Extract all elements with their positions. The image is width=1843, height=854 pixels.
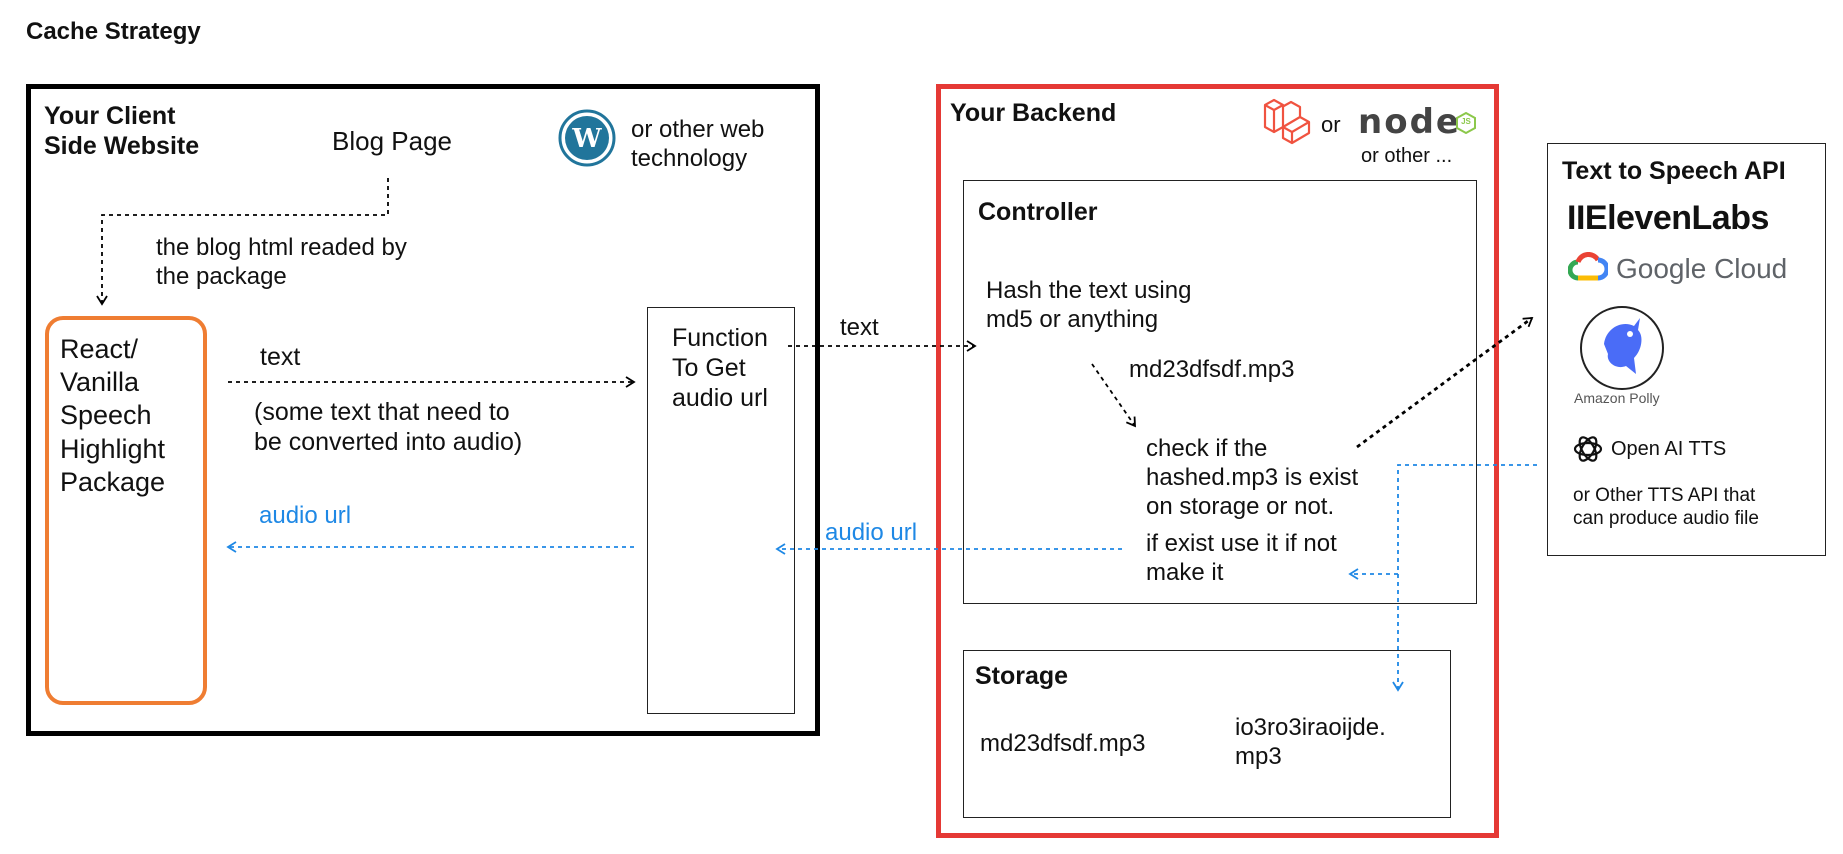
speech-highlight-package-box (45, 316, 207, 705)
check-text: check if the hashed.mp3 is exist on stor… (1146, 435, 1359, 520)
tts-api-box (1547, 143, 1826, 556)
nodejs-logo: node JS (1358, 102, 1478, 142)
function-label: Function To Get audio url (672, 324, 768, 412)
svg-text:W: W (571, 124, 602, 154)
blog-page-label: Blog Page (332, 126, 452, 156)
controller-title: Controller (978, 198, 1098, 226)
or-other-label: or other ... (1361, 145, 1453, 167)
function-box (647, 307, 795, 714)
tts-title: Text to Speech API (1562, 157, 1786, 185)
openai-label: Open AI TTS (1611, 438, 1727, 460)
amazon-polly-icon (1578, 304, 1666, 392)
client-side-box (26, 84, 820, 736)
backend-box (936, 84, 1499, 838)
readed-note: the blog html readed by the package (156, 234, 407, 290)
hashed-file-label: md23dfsdf.mp3 (1129, 356, 1295, 383)
page-title: Cache Strategy (26, 18, 201, 45)
backend-title: Your Backend (950, 99, 1117, 127)
text-label: text (260, 343, 301, 371)
storage-title: Storage (975, 662, 1069, 690)
node-wordmark: node (1358, 102, 1461, 142)
google-cloud-icon (1567, 252, 1610, 282)
exist-text: if exist use it if not make it (1146, 530, 1337, 586)
storage-file-1: md23dfsdf.mp3 (980, 730, 1146, 757)
storage-file-2: io3ro3iraoijde. mp3 (1235, 714, 1386, 770)
storage-box (963, 650, 1451, 818)
nodejs-hexagon-icon (1456, 111, 1476, 135)
google-cloud-label: Google Cloud (1616, 253, 1788, 284)
elevenlabs-logo: IIElevenLabs (1567, 199, 1769, 237)
or-label: or (1321, 112, 1341, 137)
wordpress-icon: W (558, 109, 616, 167)
laravel-icon (1262, 97, 1312, 147)
amazon-polly-label: Amazon Polly (1574, 390, 1660, 406)
package-label: React/ Vanilla Speech Highlight Package (60, 334, 166, 497)
hash-text: Hash the text using md5 or anything (986, 277, 1192, 333)
text-description: (some text that need to be converted int… (254, 398, 523, 456)
tech-label: or other web technology (631, 116, 765, 172)
client-title: Your Client Side Website (44, 102, 200, 160)
nodejs-js-badge: JS (1461, 117, 1471, 126)
between-audio-url-label: audio url (825, 519, 918, 546)
openai-icon (1571, 432, 1605, 466)
between-text-label: text (840, 314, 879, 341)
other-tts-label: or Other TTS API that can produce audio … (1573, 485, 1759, 529)
client-audio-url-label: audio url (259, 502, 352, 529)
